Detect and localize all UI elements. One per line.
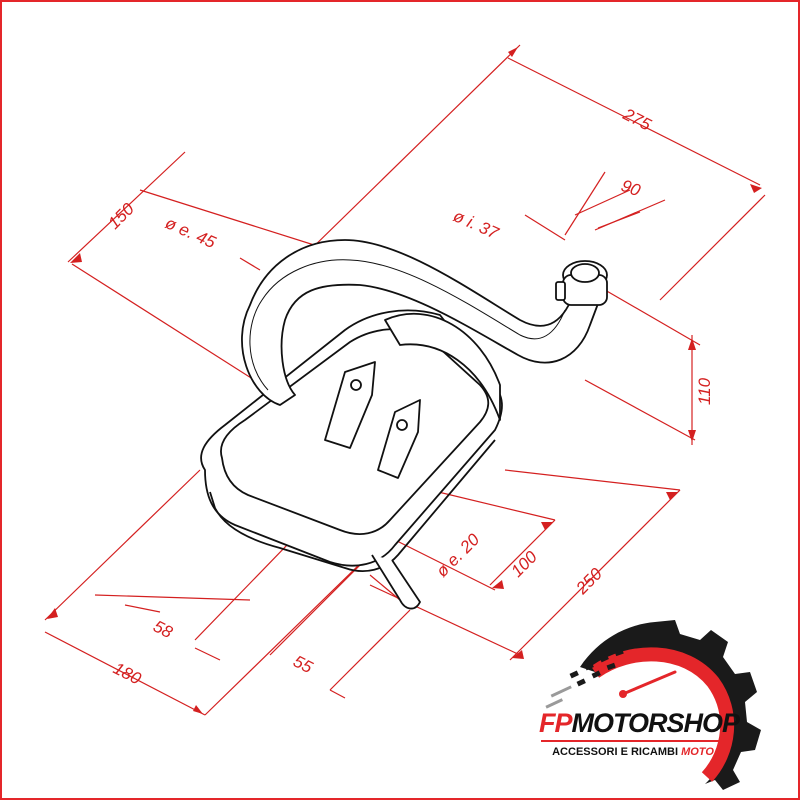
dim-outer-45: ø e. 45 [162,213,219,252]
dim-58: 58 [150,617,176,643]
dimension-lines [44,44,766,716]
dim-90: 90 [619,176,644,201]
logo-brand-name: FPMOTORSHOP [539,708,741,739]
logo-tagline: ACCESSORI E RICAMBI MOTO [543,746,723,758]
dim-110: 110 [695,377,714,405]
logo-brand-fp: FP [539,708,573,738]
fp-motorshop-logo: FPMOTORSHOP ACCESSORI E RICAMBI MOTO [535,612,785,792]
logo-tagline-accent: MOTO [681,746,714,758]
dim-55: 55 [290,652,316,678]
logo-brand-motorshop: MOTORSHOP [571,708,741,738]
logo-tagline-text: ACCESSORI E RICAMBI [552,746,679,758]
dim-inner-37: ø i. 37 [450,206,501,243]
exhaust-body [200,239,608,610]
dim-150: 150 [104,199,138,233]
dim-outer-20: ø e. 20 [432,530,483,581]
speedometer-gear-emblem [545,620,761,790]
dim-180: 180 [110,659,144,689]
dim-275: 275 [619,104,654,135]
logo-divider [541,740,725,742]
dim-100: 100 [507,547,541,581]
